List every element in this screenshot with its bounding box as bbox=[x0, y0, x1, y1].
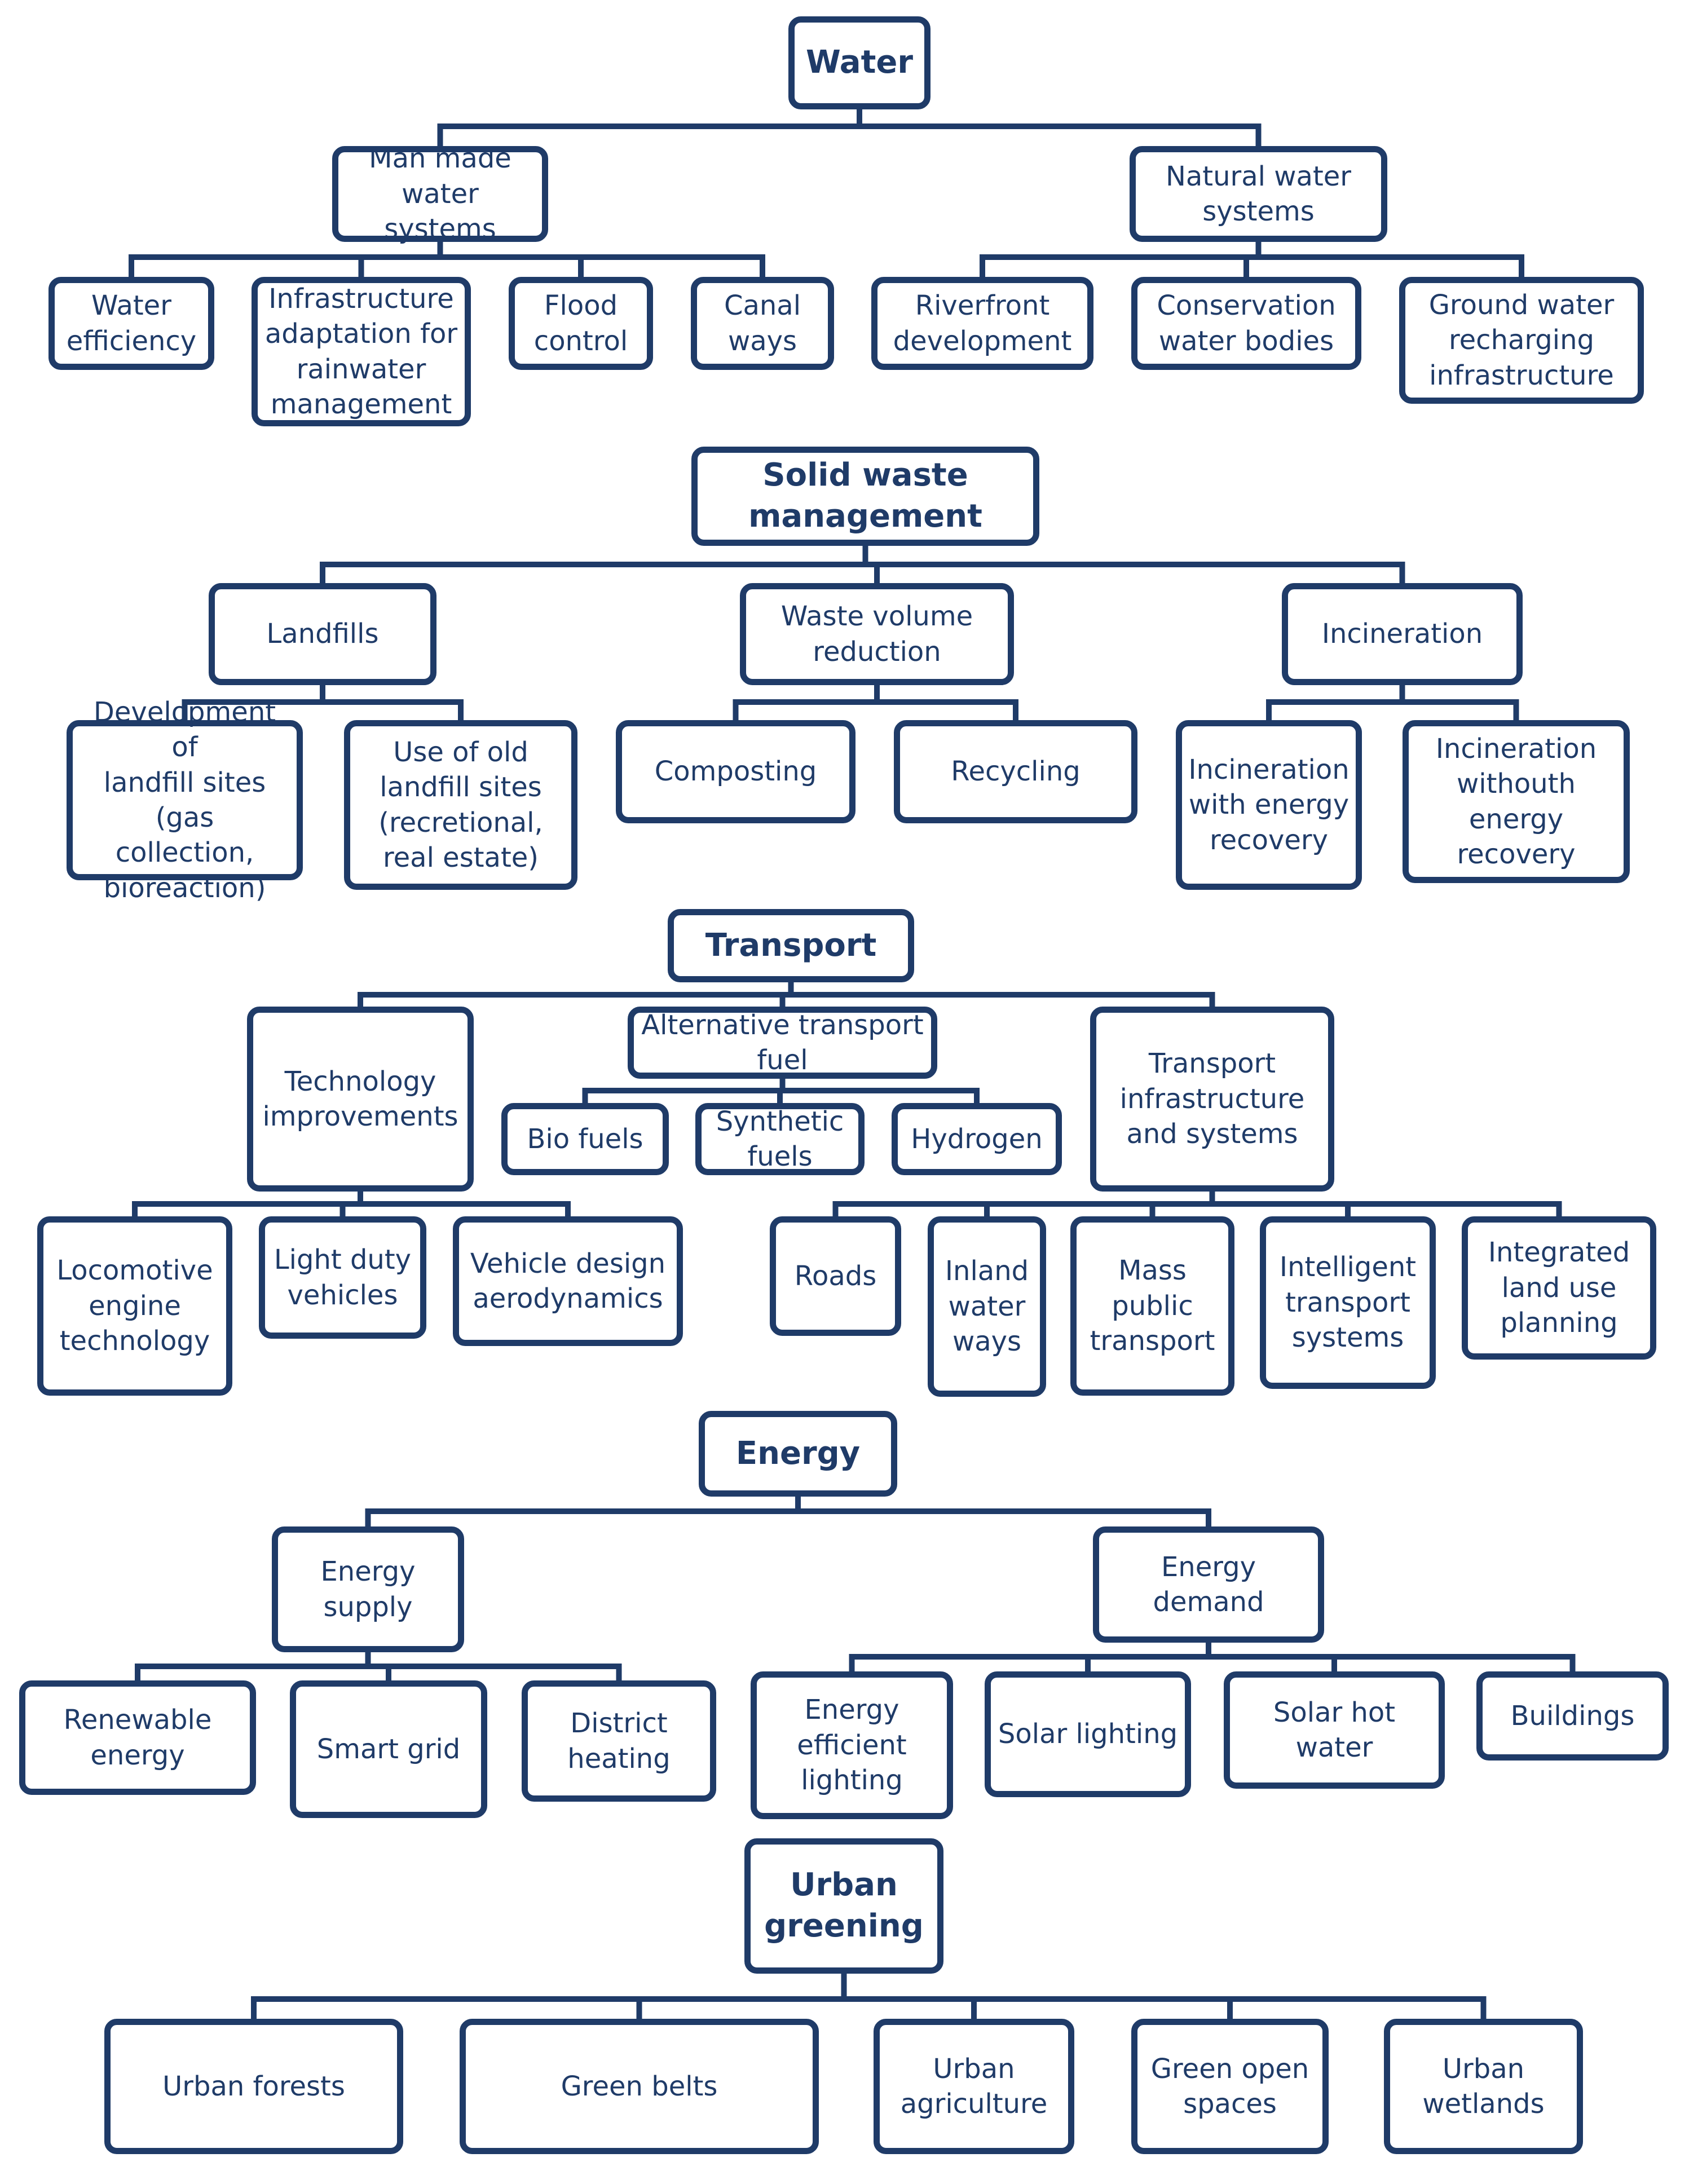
node-urban-forests: Urban forests bbox=[104, 2019, 403, 2154]
node-synthetic-fuels: Synthetic fuels bbox=[695, 1103, 865, 1175]
node-infrastructure-adaptation: Infrastructure adaptation for rainwater … bbox=[252, 277, 471, 426]
node-waste-volume-reduction: Waste volume reduction bbox=[740, 583, 1014, 685]
node-natural-water-systems: Natural water systems bbox=[1130, 146, 1387, 242]
node-solid-waste-management: Solid waste management bbox=[691, 447, 1039, 546]
node-flood-control: Flood control bbox=[509, 277, 653, 370]
node-incineration: Incineration bbox=[1282, 583, 1523, 685]
node-transport: Transport bbox=[668, 909, 914, 982]
node-smart-grid: Smart grid bbox=[290, 1680, 487, 1818]
node-incineration-without-energy-recovery: Incineration withouth energy recovery bbox=[1403, 720, 1630, 883]
node-recycling: Recycling bbox=[894, 720, 1137, 823]
node-technology-improvements: Technology improvements bbox=[247, 1007, 474, 1192]
node-energy-demand: Energy demand bbox=[1093, 1526, 1324, 1643]
node-solar-hot-water: Solar hot water bbox=[1224, 1671, 1445, 1789]
node-energy-supply: Energy supply bbox=[272, 1526, 464, 1652]
node-hydrogen: Hydrogen bbox=[892, 1103, 1062, 1175]
node-light-duty-vehicles: Light duty vehicles bbox=[259, 1216, 426, 1339]
node-urban-wetlands: Urban wetlands bbox=[1384, 2019, 1583, 2154]
node-incineration-with-energy-recovery: Incineration with energy recovery bbox=[1176, 720, 1362, 890]
node-water: Water bbox=[788, 16, 931, 109]
node-energy: Energy bbox=[699, 1411, 897, 1497]
node-green-belts: Green belts bbox=[460, 2019, 819, 2154]
node-development-of-landfill-sites: Development of landfill sites (gas colle… bbox=[67, 696, 303, 904]
node-solar-lighting: Solar lighting bbox=[985, 1671, 1191, 1797]
node-locomotive-engine-technology: Locomotive engine technology bbox=[37, 1216, 232, 1396]
node-transport-infrastructure-and-systems: Transport infrastructure and systems bbox=[1090, 1007, 1334, 1192]
node-conservation-water-bodies: Conservation water bodies bbox=[1131, 277, 1361, 370]
node-bio-fuels: Bio fuels bbox=[501, 1103, 669, 1175]
node-intelligent-transport-systems: Intelligent transport systems bbox=[1260, 1216, 1436, 1389]
node-ground-water-recharging: Ground water recharging infrastructure bbox=[1399, 277, 1644, 404]
node-energy-efficient-lighting: Energy efficient lighting bbox=[751, 1671, 953, 1819]
node-urban-agriculture: Urban agriculture bbox=[874, 2019, 1074, 2154]
node-alternative-transport-fuel: Alternative transport fuel bbox=[628, 1007, 937, 1079]
node-riverfront-development: Riverfront development bbox=[871, 277, 1093, 370]
node-district-heating: District heating bbox=[522, 1680, 716, 1802]
node-landfills: Landfills bbox=[209, 583, 436, 685]
node-water-efficiency: Water efficiency bbox=[48, 277, 214, 370]
node-inland-water-ways: Inland water ways bbox=[928, 1216, 1046, 1397]
node-renewable-energy: Renewable energy bbox=[19, 1680, 256, 1795]
node-canal-ways: Canal ways bbox=[691, 277, 834, 370]
node-buildings: Buildings bbox=[1476, 1671, 1669, 1761]
node-urban-greening: Urban greening bbox=[744, 1838, 943, 1974]
node-green-open-spaces: Green open spaces bbox=[1131, 2019, 1329, 2154]
node-composting: Composting bbox=[616, 720, 855, 823]
node-roads: Roads bbox=[770, 1216, 901, 1336]
node-use-of-old-landfill-sites: Use of old landfill sites (recretional, … bbox=[344, 720, 577, 890]
node-vehicle-design-aerodynamics: Vehicle design aerodynamics bbox=[453, 1216, 683, 1346]
node-mass-public-transport: Mass public transport bbox=[1070, 1216, 1234, 1396]
node-man-made-water-systems: Man made water systems bbox=[332, 143, 548, 245]
node-integrated-land-use-planning: Integrated land use planning bbox=[1462, 1216, 1656, 1360]
